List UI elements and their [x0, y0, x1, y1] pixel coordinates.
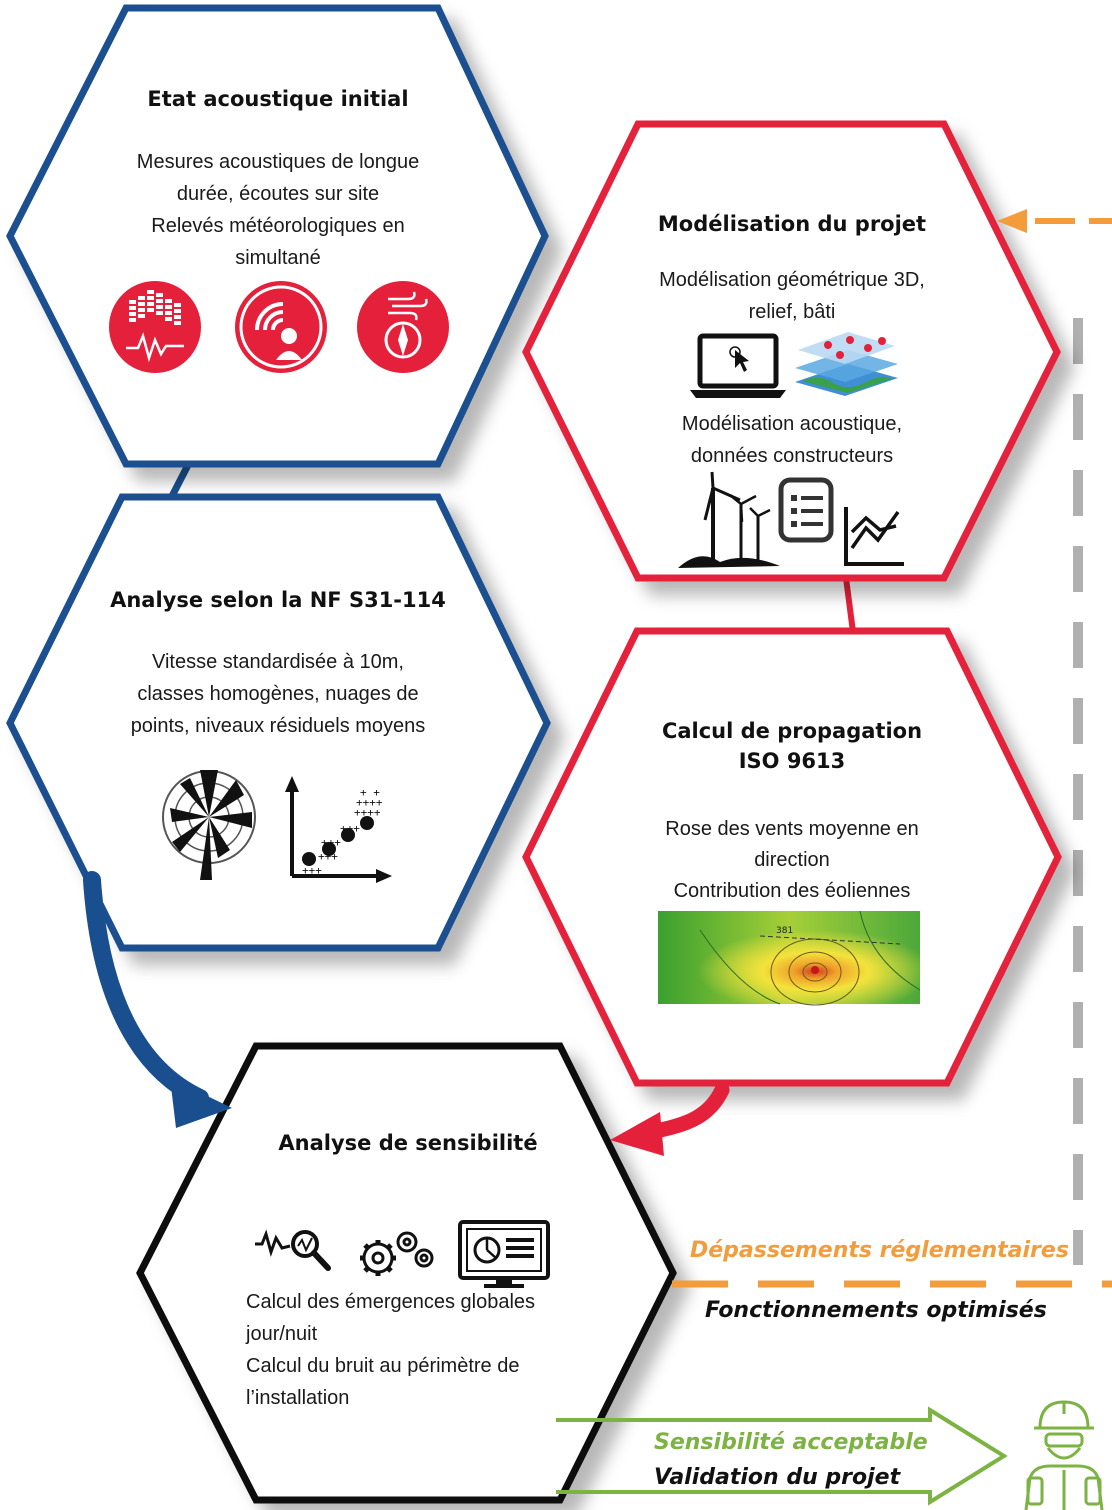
modelisation-title: Modélisation du projet [657, 212, 927, 236]
propagation-line-3: Contribution des éoliennes [673, 880, 911, 902]
sound-level-meter-icon [109, 281, 201, 373]
hexagon-analyse-nf [6, 493, 551, 952]
line-graph-icon [844, 507, 904, 566]
sensibilite-line-1: Calcul des émergences globales [246, 1291, 536, 1313]
propagation-title: Calcul de propagation ISO 9613 [616, 716, 968, 776]
svg-text:+++: +++ [340, 822, 360, 835]
sensibilite-title: Analyse de sensibilité [278, 1131, 538, 1155]
green-validation-arrow [556, 1406, 1008, 1506]
propagation-title-line-1: Calcul de propagation [661, 719, 923, 743]
sensibilite-description: Calcul des émergences globales jour/nuit… [246, 1286, 576, 1414]
svg-text:++++: ++++ [356, 796, 383, 809]
orange-arrowhead [997, 209, 1027, 233]
sensibilite-line-4: l’installation [246, 1387, 350, 1409]
modelisation-description-2: Modélisation acoustique, données constru… [616, 408, 968, 472]
propagation-title-line-2: ISO 9613 [738, 749, 846, 773]
modelisation-description-1: Modélisation géométrique 3D, relief, bât… [616, 264, 968, 328]
etat-line-4: simultané [235, 247, 321, 269]
wind-rose-icon [162, 770, 256, 880]
hexagon-modelisation [522, 120, 1061, 582]
etat-description: Mesures acoustiques de longue durée, éco… [100, 146, 456, 274]
sensibilite-line-3: Calcul du bruit au périmètre de [246, 1355, 520, 1377]
laptop-cursor-icon [690, 333, 786, 398]
gears-icon [360, 1231, 434, 1276]
analyse-nf-description: Vitesse standardisée à 10m, classes homo… [100, 646, 456, 742]
listening-person-icon [235, 281, 327, 373]
analyse-nf-title: Analyse selon la NF S31-114 [110, 588, 446, 612]
svg-text:++++: ++++ [354, 806, 381, 819]
document-list-icon [778, 477, 834, 543]
svg-text:+++: +++ [302, 864, 322, 877]
modelisation-line-1: Modélisation géométrique 3D, [659, 269, 925, 291]
modelisation-line-4: données constructeurs [690, 445, 894, 467]
etat-line-1: Mesures acoustiques de longue [136, 151, 420, 173]
etat-line-2: durée, écoutes sur site [176, 183, 380, 205]
etat-title: Etat acoustique initial [147, 87, 409, 111]
arrowhead-blue [170, 1078, 232, 1128]
propagation-line-2: direction [754, 849, 830, 871]
label-validation: Validation du projet [654, 1465, 901, 1490]
analyse-nf-line-2: classes homogènes, nuages de [137, 683, 419, 705]
scatter-plot-icon: +++ +++ +++ +++ ++++ ++++ + + [285, 776, 392, 883]
terrain-layers-icon [795, 332, 898, 396]
svg-text:381: 381 [776, 926, 793, 936]
svg-text:+++: +++ [321, 836, 341, 849]
svg-text:+++: +++ [318, 850, 338, 863]
connector-modelisation-propagation [843, 577, 856, 633]
etat-line-3: Relevés météorologiques en [151, 215, 405, 237]
modelisation-line-3: Modélisation acoustique, [681, 413, 903, 435]
arrowhead-red [610, 1112, 664, 1156]
monitor-dashboard-icon [458, 1220, 550, 1288]
hexagon-sensibilite [136, 1042, 677, 1504]
sensibilite-line-2: jour/nuit [246, 1323, 318, 1345]
wind-turbines-icon [678, 471, 780, 568]
engineer-icon [1024, 1400, 1104, 1510]
label-depassements: Dépassements réglementaires [690, 1238, 1069, 1263]
analyse-nf-line-1: Vitesse standardisée à 10m, [151, 651, 404, 673]
propagation-line-1: Rose des vents moyenne en [665, 818, 919, 840]
svg-text:+ +: + + [360, 786, 380, 799]
wind-compass-icon [357, 281, 449, 373]
label-sensibilite-acceptable: Sensibilité acceptable [654, 1430, 928, 1455]
signal-search-icon [255, 1229, 331, 1271]
label-fonctionnements: Fonctionnements optimisés [705, 1298, 1047, 1323]
noise-contour-map: 381 [658, 910, 921, 1006]
analyse-nf-line-3: points, niveaux résiduels moyens [130, 715, 426, 737]
propagation-description: Rose des vents moyenne en direction Cont… [616, 814, 968, 907]
modelisation-line-2: relief, bâti [748, 301, 836, 323]
